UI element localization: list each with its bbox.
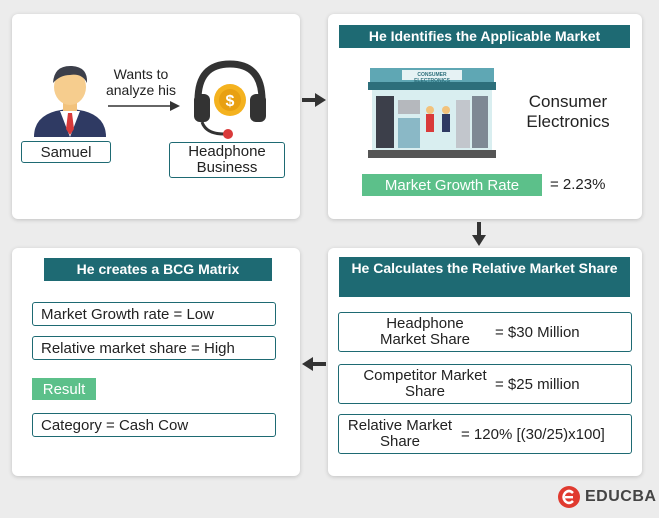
growth-rate-row: Market Growth rate = Low [32,302,276,326]
step4-panel: He creates a BCG Matrix Market Growth ra… [12,248,300,476]
step4-title: He creates a BCG Matrix [44,258,272,281]
step3-title: He Calculates the Relative Market Share [339,257,630,297]
share-row-headphone: Headphone Market Share = $30 Million [338,312,632,352]
category-row: Category = Cash Cow [32,413,276,437]
headphone-share-value: = $30 Million [495,323,580,341]
business-label: Headphone Business [169,142,285,178]
arrow-caption: Wants to analyze his [105,66,177,98]
step2-title: He Identifies the Applicable Market [339,25,630,48]
brand-name: EDUCBA [585,488,657,505]
headphone-share-label: Headphone Market Share [379,315,471,348]
step1-panel: Samuel Wants to analyze his $ Headphone … [12,14,300,219]
businessman-icon [34,65,106,137]
growth-rate-label: Market Growth Rate [362,174,542,196]
educba-logo-icon [558,486,580,508]
competitor-share-value: = $25 million [495,375,580,393]
market-name: Consumer Electronics [526,92,610,131]
arrow-right-icon [108,101,180,111]
flow-arrow-down-icon [472,222,486,246]
step2-panel: He Identifies the Applicable Market CONS… [328,14,642,219]
competitor-share-label: Competitor Market Share [363,367,487,400]
share-row-competitor: Competitor Market Share = $25 million [338,364,632,404]
store-sign-text: CONSUMER ELECTRONICS [414,72,450,84]
relative-share-label: Relative Market Share [347,417,453,450]
relative-share-row: Relative market share = High [32,336,276,360]
flow-arrow-right-icon [302,93,326,107]
step3-panel: He Calculates the Relative Market Share … [328,248,642,476]
headphone-money-icon: $ [194,60,266,139]
share-row-relative: Relative Market Share = 120% [(30/25)x10… [338,414,632,454]
electronics-store-icon [368,68,496,158]
flow-arrow-left-icon [302,357,326,371]
result-label: Result [32,378,96,400]
person-label: Samuel [21,141,111,163]
growth-rate-value: = 2.23% [550,176,606,193]
relative-share-value: = 120% [(30/25)x100] [461,425,605,443]
svg-text:$: $ [226,93,235,110]
